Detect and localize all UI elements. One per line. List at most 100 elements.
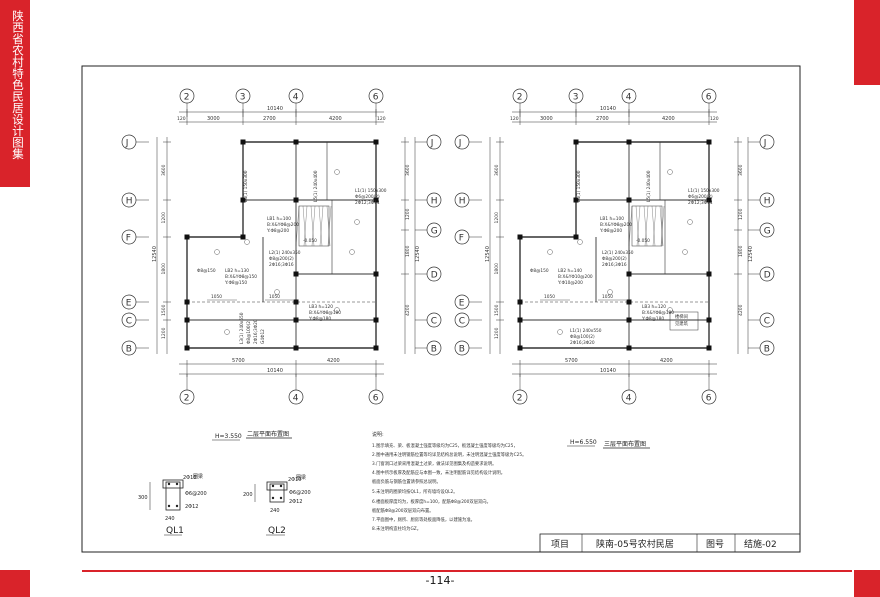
- structural-column: [706, 271, 712, 277]
- slab-lb1-top: Y:Φ8@200: [599, 228, 622, 234]
- ql1-label: QL1: [166, 526, 184, 536]
- axis-top-3: 3: [240, 92, 246, 102]
- title-block-drawing-no: 结施-02: [744, 538, 777, 550]
- slab-lb2: LB2 h=140: [558, 268, 582, 274]
- structural-column: [626, 197, 632, 203]
- dim-left-seg-4: 1500: [494, 304, 500, 316]
- dim-left-seg-1: 3600: [161, 164, 167, 176]
- dim-left-seg-3: 1800: [161, 263, 167, 275]
- dim-top-seg-3: 4200: [329, 116, 342, 122]
- dim-left-seg-1: 3600: [494, 164, 500, 176]
- slab-marker: [214, 249, 220, 255]
- slab-lb3-bottom: B:X&YΦ8@180: [309, 310, 341, 316]
- slab-lb2-bottom: B:X&YΦ10@200: [558, 274, 593, 280]
- beam-l2-rebar: 2Φ16;3Φ16: [602, 262, 627, 268]
- dim-left-seg-5: 1200: [161, 327, 167, 339]
- beam-l2: L2(1) 240x350: [269, 250, 301, 256]
- slab-lb3-bottom: B:X&YΦ8@180: [642, 310, 674, 316]
- beam-l1-stirrup: Φ6@200(2): [355, 194, 380, 200]
- axis-top-2: 2: [184, 92, 190, 102]
- dim-opening: 1050: [544, 294, 555, 300]
- dim-top-edge-right: 120: [377, 116, 386, 122]
- beam-l5: L5(1) 240x400: [313, 170, 319, 202]
- beam-l3-stirrup: Φ8@100(2): [570, 334, 595, 340]
- axis-left-J: J: [125, 138, 129, 148]
- book-title: 陕西省农村特色民居设计图集: [11, 10, 25, 160]
- structural-column: [373, 197, 379, 203]
- beam-l4: L4(1) 150x300: [243, 170, 249, 202]
- plan-a-title: 二层平面布置图: [247, 430, 289, 438]
- ql1-bottom-rebar: 2Φ12: [185, 504, 198, 510]
- dim-bottom-seg-2: 4200: [660, 358, 673, 364]
- axis-bottom-6: 6: [706, 393, 712, 403]
- beam-l4: L4(1) 150x300: [576, 170, 582, 202]
- title-block: 项目 陕南-05号农村民居 图号 结施-02: [539, 533, 801, 553]
- structural-column: [706, 345, 712, 351]
- structural-column: [706, 139, 712, 145]
- structural-column: [373, 139, 379, 145]
- axis-left-C: C: [126, 316, 132, 326]
- structural-column: [293, 197, 299, 203]
- stair-note: 楼梯间: [675, 313, 688, 320]
- dim-top-total: 10140: [600, 106, 616, 112]
- axis-right-J-circle: [426, 134, 442, 150]
- ql2-height: 200: [243, 492, 253, 498]
- plan-b-title: 三层平面布置图: [604, 440, 646, 448]
- rebar-note: Φ8@150: [197, 268, 216, 274]
- dim-left-seg-2: 1200: [161, 212, 167, 224]
- axis-bottom-2: 2: [184, 393, 190, 403]
- axis-bottom-2: 2: [517, 393, 523, 403]
- axis-right-B: B: [431, 344, 437, 354]
- note-line-8: 板配筋Φ8@200双层双向布置。: [372, 507, 434, 514]
- ql2-bottom-rebar: 2Φ12: [289, 499, 302, 505]
- ql2-stirrup: Φ6@200: [289, 490, 311, 496]
- beam-l3-rebar: 2Φ16;3Φ20: [253, 319, 259, 344]
- axis-right-H: H: [764, 196, 771, 206]
- slab-marker: [547, 249, 553, 255]
- dim-right-seg-2: 1200: [738, 208, 744, 220]
- note-line-7: 6.楼面板厚度均为，板厚度h=100，配筋Φ8@200双层双向。: [372, 498, 491, 505]
- ql2-note: 圈梁: [296, 474, 306, 481]
- axis-bottom-4: 4: [626, 393, 632, 403]
- structural-column: [626, 317, 632, 323]
- beam-l2-stirrup: Φ8@200(2): [602, 256, 627, 262]
- structural-column: [517, 299, 523, 305]
- axis-left-F: F: [459, 233, 464, 243]
- structural-column: [184, 234, 190, 240]
- note-line-2: 2.图中通用未注明钢筋位置等均详见结构总说明，未注明混凝土强度等级为C25。: [372, 451, 526, 458]
- slab-lb3-top: Y:Φ8@180: [308, 316, 331, 322]
- beam-l2: L2(1) 240x350: [602, 250, 634, 256]
- dim-opening-2: 1050: [269, 294, 280, 300]
- level-mark: -0.050: [303, 238, 317, 244]
- beam-l3: L1(1) 240x550: [570, 328, 602, 334]
- axis-right-J: J: [430, 138, 434, 148]
- beam-l2-rebar: 2Φ16;3Φ16: [269, 262, 294, 268]
- axis-bottom-6: 6: [373, 393, 379, 403]
- plan-b-elevation: H=6.550: [570, 439, 597, 446]
- book-title-band: 陕西省农村特色民居设计图集: [0, 0, 30, 187]
- slab-marker: [334, 307, 340, 313]
- structural-column: [573, 234, 579, 240]
- note-line-6: 5.未注明的圈梁均按QL1，所有墙均设QL2。: [372, 488, 458, 495]
- beam-l1-rebar: 2Φ12;3Φ14: [355, 200, 380, 206]
- plan-a-elevation: H=3.550: [215, 433, 242, 440]
- dim-top-seg-3: 4200: [662, 116, 675, 122]
- axis-bottom-4: 4: [293, 393, 299, 403]
- axis-right-G: G: [431, 226, 438, 236]
- axis-left-B: B: [126, 344, 132, 354]
- dim-left-total: 12540: [152, 246, 158, 262]
- corner-block-bottom-right: [854, 570, 880, 597]
- axis-top-6: 6: [706, 92, 712, 102]
- beam-l3: L3(1) 240x550: [239, 312, 245, 344]
- axis-left-J: J: [458, 138, 462, 148]
- dim-top-edge-right: 120: [710, 116, 719, 122]
- structural-column: [293, 345, 299, 351]
- corner-block-top-right: [854, 0, 880, 85]
- note-line-10: 8.未注明构造柱均为GZ。: [372, 525, 421, 532]
- axis-left-F: F: [126, 233, 131, 243]
- dim-top-seg-1: 3000: [207, 116, 220, 122]
- slab-lb1-bottom: B:X&YΦ8@200: [267, 222, 299, 228]
- structural-column: [517, 234, 523, 240]
